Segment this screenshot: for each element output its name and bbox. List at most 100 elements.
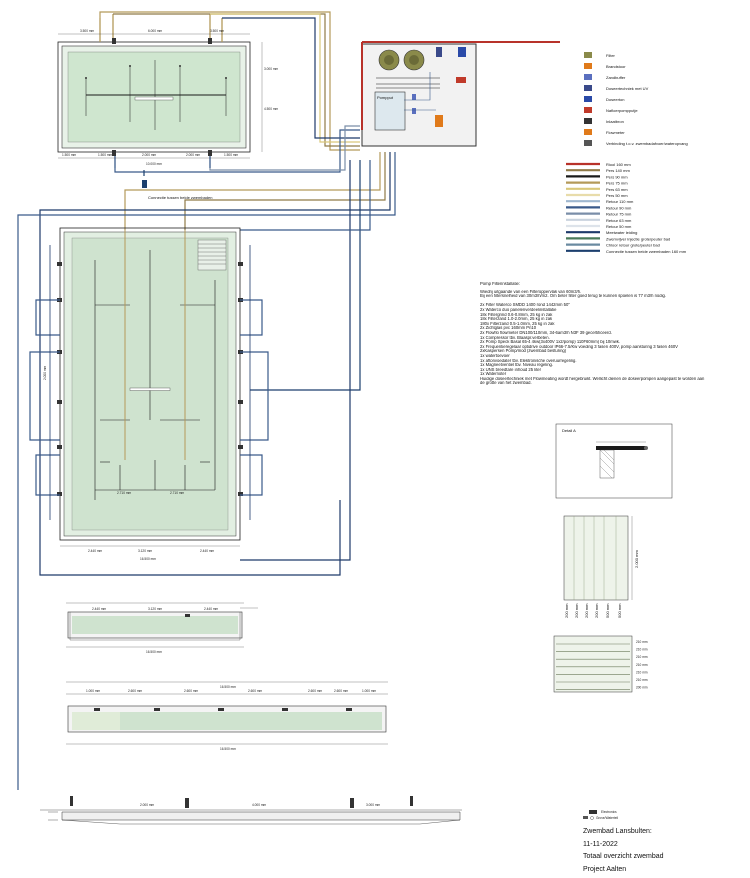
legend-symbol-label-3: Doseertechniek met UV [606,86,649,91]
legend-symbol-label-6: Inlaatbron [606,119,624,124]
pump-note-line: Huidige doseertechniek met Flowmeating w… [480,376,705,381]
pump-note-line: 1x aftonvoedater tbv. Elektronische over… [480,358,577,363]
legend-line-label-0: Riool 160 mm [606,162,631,167]
title-line-3: Totaal overzicht zwembad [583,853,664,860]
legend-line-label-6: Retour 110 mm [606,199,634,204]
stacked-width-3: 200 mm [594,603,599,618]
pump-note-line: 1x watertoevoer [480,353,510,358]
legend: FilterBrandstoorZandbufferDoseertechniek… [566,52,688,254]
stacked-width-1: 200 mm [574,603,579,618]
s1-dim-2: 3.120 mm [148,607,163,611]
legend-line-label-12: Zwemvijver injectie grote/peuter bad [606,236,670,241]
legend-line-label-14: Connectie tussen beide zwembaden 160 mm [606,249,687,254]
pump-note-line: 1x Waternoter [480,372,507,377]
legend-line-label-1: Pers 140 mm [606,168,630,173]
stacked-width-2: 200 mm [584,603,589,618]
s3-dim-1: 2.000 mm [140,803,155,807]
stacked-width-5: 500 mm [617,603,622,618]
pump-note-line: 2xKaspersen Pomp/mod (zwembad besturing) [480,349,567,354]
s2-dim-1: 1.000 mm [86,689,101,693]
lower-dim-bottom-1: 2.440 mm [88,549,103,553]
step-row-label-5: 210 mm [636,678,648,682]
upper-dim-right-1: 3.000 mm [264,67,279,71]
section-1: 2.440 mm 3.120 mm 2.440 mm 16.500 mm [66,602,258,654]
pipe-bundle [17,11,396,790]
legend-symbol-7 [584,129,592,135]
s2-dim-2: 2.600 mm [128,689,143,693]
title-line-2: 11-11-2022 [583,840,618,848]
pump-note-line: 2x Zichtglas pvc 160mm Pn10 [480,326,537,331]
step-row-label-2: 210 mm [636,655,648,659]
detail-a: Detail A [555,423,673,499]
step-row-label-1: 210 mm [636,648,648,652]
pump-notes-lines: Wiedrij uitgaande van een Filteroppervla… [480,290,748,386]
legend-line-label-9: Retour 63 mm [606,218,632,223]
legend-symbol-label-0: Filter [606,53,616,58]
s2-dim-3: 2.600 mm [184,689,199,693]
legend-symbol-label-7: Flowmeter [606,130,625,135]
pump-note-line: 18x Filterzand 1.0-2.0mm, 25 kg in zak [480,317,553,322]
title-legend: Electronics Grove/Waterteil [583,810,618,820]
s3-dim-3: 3.000 mm [366,803,381,807]
pump-note-line: 180x Filterzand 0.5-1.0mm, 25 kg in zak [480,321,555,326]
upper-dim-bottom-2: 1.500 mm [98,153,113,157]
legend-line-label-2: Pers 90 mm [606,174,628,179]
step-row-label-0: 210 mm [636,640,648,644]
s1-dim-3: 2.440 mm [204,607,219,611]
legend-line-label-5: Pers 50 mm [606,193,628,198]
s2-dim-5: 2.600 mm [308,689,323,693]
pump-room: Pompput [361,41,560,147]
legend-symbol-6 [584,118,592,124]
title-block: Zwembad Lansbulten: 11-11-2022 Totaal ov… [583,806,743,878]
legend-line-label-10: Retour 50 mm [606,224,632,229]
lower-dim-left: 2.000 mm [43,365,47,380]
pompput-label: Pompput [377,95,394,100]
legend-symbol-8 [584,140,592,146]
legend-symbol-3 [584,85,592,91]
upper-pool: 3.500 mm 6.000 mm 3.500 mm 1.500 mm 1.50… [57,14,279,200]
lower-inner-1: 2.710 mm [117,491,132,495]
upper-dim-bottom-4: 2.000 mm [186,153,201,157]
pump-note-line: de grotte van het zwembad. [480,381,532,386]
lower-pool: 2.440 mm 3.120 mm 2.440 mm 2.710 mm 2.71… [29,227,269,561]
title-line-1: Zwembad Lansbulten: [583,828,652,835]
pump-note-line: Bij een filtersnelheid van 30m3/h/m2. Om… [480,294,666,299]
connection-label: Connectie tussen beide zwembaden [148,195,213,200]
s1-total: 16.500 mm [146,650,162,654]
s2-dim-4: 2.600 mm [248,689,263,693]
s1-dim-1: 2.440 mm [92,607,107,611]
legend-symbol-label-5: Nafloerpompputje [606,108,638,113]
legend-line-label-7: Retour 90 mm [606,205,632,210]
detail-a-title: Detail A [562,428,576,433]
pump-note-line: 2x Frequentieregelaar optidrive outdoor … [480,344,678,349]
legend-grove: Grove/Waterteil [596,816,618,820]
s2-top: 16.500 mm [220,685,236,689]
pump-note-line: 18x Filtergrind 0.6-0.8mm, 25 kg in zak [480,312,553,317]
pump-note-line: 2x Pomp Speck Basal 65-4 4kw(3x400V 1x2/… [480,340,621,345]
lower-dim-total: 16.500 mm [140,557,156,561]
legend-symbol-4 [584,96,592,102]
legend-symbol-label-1: Brandstoor [606,64,626,69]
upper-dim-top-1: 3.500 mm [80,29,95,33]
pump-note-line: Wiedrij uitgaande van een Filteroppervla… [480,289,582,294]
upper-dim-bottom-1: 1.500 mm [62,153,77,157]
stacked-width-0: 200 mm [564,603,569,618]
lower-inner-2: 2.710 mm [170,491,185,495]
upper-dim-bottom-3: 2.000 mm [142,153,157,157]
legend-symbol-5 [584,107,592,113]
pump-note-line: 1x Magneetventiel tbv. Niveau regeling. [480,363,554,368]
pump-note-line: 2x Filter Waterco SMDD 1400 rond 1442mm … [480,303,570,308]
s2-dim-7: 1.000 mm [362,689,377,693]
upper-dim-top-3: 3.500 mm [210,29,225,33]
upper-dim-bottom-5: 1.500 mm [224,153,239,157]
legend-line-label-3: Pers 75 mm [606,181,628,186]
legend-symbol-label-2: Zandbuffer [606,75,626,80]
stacked-width-4: 500 mm [605,603,610,618]
legend-symbol-2 [584,74,592,80]
pump-note-line: 1x Compressor tbv. Blaaspr.verbeten. [480,335,550,340]
legend-symbol-0 [584,52,592,58]
